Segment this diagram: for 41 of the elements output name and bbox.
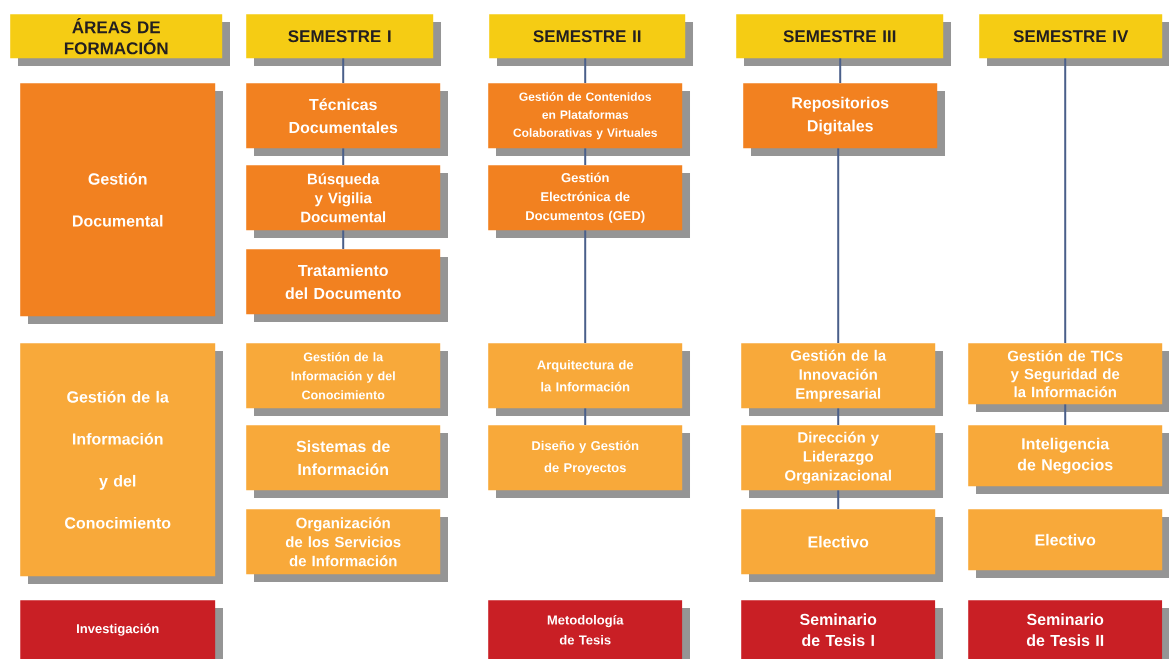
column-header: ÁREAS DE FORMACIÓN bbox=[10, 14, 230, 66]
course-box: Inteligencia de Negocios bbox=[968, 425, 1169, 494]
course-box: Diseño y Gestión de Proyectos bbox=[488, 425, 690, 498]
course-box: Organización de los Servicios de Información bbox=[246, 509, 448, 582]
course-box: Dirección y Liderazgo Organizacional bbox=[741, 425, 943, 498]
connector-line bbox=[837, 489, 840, 510]
course-box: Electivo bbox=[968, 509, 1169, 578]
course-box: Seminario de Tesis II bbox=[968, 600, 1169, 659]
course-box: Gestión de la Información y del Conocimiento bbox=[246, 343, 448, 416]
connector-line bbox=[342, 229, 345, 250]
connector-line bbox=[342, 147, 345, 166]
connector-line bbox=[837, 147, 840, 344]
connector-line bbox=[1064, 57, 1067, 344]
course-box: Gestión Documental bbox=[20, 83, 223, 324]
column-header: SEMESTRE IV bbox=[979, 14, 1169, 66]
course-box: Investigación bbox=[20, 600, 223, 659]
course-box: Gestión de Contenidos en Plataformas Colaborativas y Virtuales bbox=[488, 83, 690, 156]
connector-line bbox=[584, 229, 587, 344]
connector-line bbox=[584, 57, 587, 84]
course-box: Sistemas de Información bbox=[246, 425, 448, 498]
column-header: SEMESTRE II bbox=[489, 14, 693, 66]
column-header: SEMESTRE I bbox=[246, 14, 441, 66]
connector-line bbox=[837, 407, 840, 426]
course-box: Seminario de Tesis I bbox=[741, 600, 943, 659]
course-box: Técnicas Documentales bbox=[246, 83, 448, 156]
course-box: Electivo bbox=[741, 509, 943, 582]
connector-line bbox=[342, 57, 345, 84]
course-box: Metodología de Tesis bbox=[488, 600, 690, 659]
course-box: Repositorios Digitales bbox=[743, 83, 945, 156]
connector-line bbox=[584, 147, 587, 166]
connector-line bbox=[584, 407, 587, 426]
connector-line bbox=[1064, 403, 1067, 426]
course-box: Búsqueda y Vigilia Documental bbox=[246, 165, 448, 238]
course-box: Gestión de TICs y Seguridad de la Información bbox=[968, 343, 1169, 412]
course-box: Arquitectura de la Información bbox=[488, 343, 690, 416]
course-box: Gestión de la Innovación Empresarial bbox=[741, 343, 943, 416]
column-header: SEMESTRE III bbox=[736, 14, 951, 66]
course-box: Gestión Electrónica de Documentos (GED) bbox=[488, 165, 690, 238]
course-box: Gestión de la Información y del Conocimiento bbox=[20, 343, 223, 584]
course-box: Tratamiento del Documento bbox=[246, 249, 448, 322]
connector-line bbox=[839, 57, 842, 84]
